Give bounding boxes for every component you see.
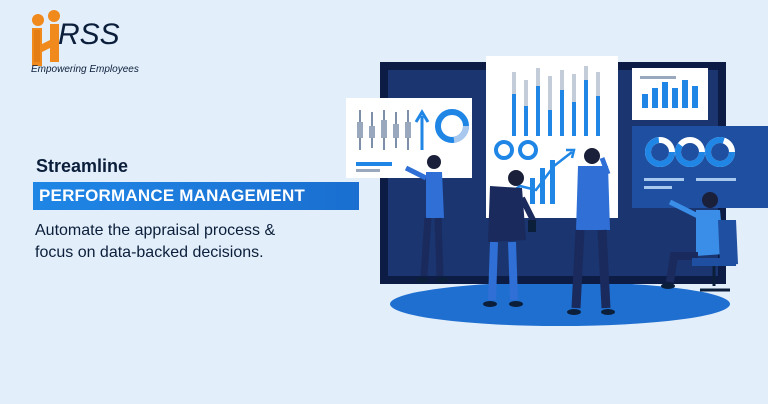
person-leaning-icon: [483, 170, 537, 307]
highlight-badge: PERFORMANCE MANAGEMENT: [33, 182, 359, 210]
top-right-bar-panel-icon: [632, 68, 708, 120]
floor-shadow: [390, 282, 730, 326]
tagline: Empowering Employees: [31, 64, 139, 75]
kicker-heading: Streamline: [36, 156, 129, 176]
donut-chart-panel-icon: [632, 126, 768, 208]
office-chair-icon: [692, 220, 738, 292]
description-line-2: focus on data-backed decisions.: [35, 244, 264, 261]
person-seated-icon: [661, 192, 724, 289]
analytics-illustration: [346, 56, 768, 326]
hrss-logo: [32, 10, 60, 66]
person-thinking-icon: [567, 148, 615, 315]
logo-text: RSS: [58, 18, 120, 51]
description-line-1: Automate the appraisal process &: [35, 222, 276, 239]
logo-mark-icon: [32, 10, 60, 66]
bar-chart-panel-icon: [346, 98, 472, 178]
person-pointing-icon: [404, 155, 448, 283]
description: Automate the appraisal process & focus o…: [35, 220, 365, 264]
